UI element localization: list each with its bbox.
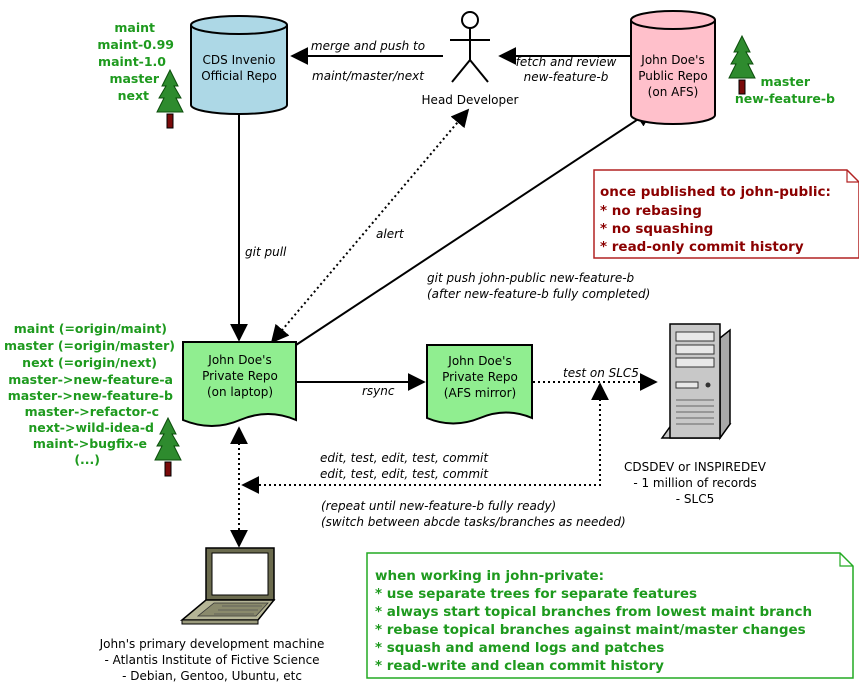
public-branches: master new-feature-b bbox=[735, 74, 835, 106]
fetch-review-label-2: new-feature-b bbox=[524, 70, 609, 84]
laptop-line2: - Atlantis Institute of Fictive Science bbox=[104, 653, 319, 667]
afs-mirror-line1: John Doe's bbox=[447, 354, 511, 368]
edit-cycle-label-1: edit, test, edit, test, commit bbox=[320, 451, 489, 465]
edit-cycle-label-2: edit, test, edit, test, commit bbox=[320, 467, 489, 481]
server-line3: - SLC5 bbox=[676, 492, 714, 506]
official-branch: maint bbox=[114, 20, 155, 35]
alert-arrow bbox=[270, 108, 470, 344]
public-note-title: once published to john-public: bbox=[600, 184, 831, 200]
private-branches: maint (=origin/maint) master (=origin/ma… bbox=[4, 321, 175, 467]
public-note-item: * no rebasing bbox=[600, 203, 702, 219]
public-repo-line3: (on AFS) bbox=[648, 85, 699, 99]
private-branch: master->refactor-c bbox=[25, 404, 159, 419]
private-branch: master (=origin/master) bbox=[4, 338, 175, 353]
tree-icon bbox=[728, 35, 756, 95]
fetch-review-label-1: fetch and review bbox=[516, 55, 617, 69]
laptop-line1: John's primary development machine bbox=[99, 637, 325, 651]
public-repo-node: John Doe's Public Repo (on AFS) bbox=[630, 10, 716, 125]
private-repo-line2: Private Repo bbox=[202, 369, 278, 383]
private-note-item: * rebase topical branches against maint/… bbox=[375, 622, 806, 638]
private-repo-node: John Doe's Private Repo (on laptop) bbox=[182, 341, 297, 427]
public-note-item: * read-only commit history bbox=[600, 239, 804, 255]
rsync-label: rsync bbox=[362, 384, 395, 398]
edit-cycle-arrow bbox=[241, 382, 609, 494]
official-branch: maint-1.0 bbox=[98, 54, 166, 69]
private-note-item: * always start topical branches from low… bbox=[375, 604, 812, 620]
private-branch: next->wild-idea-d bbox=[28, 420, 154, 435]
private-branch: next (=origin/next) bbox=[22, 355, 157, 370]
server-line1: CDSDEV or INSPIREDEV bbox=[624, 460, 767, 474]
official-branches: maint maint-0.99 maint-1.0 master next bbox=[97, 20, 174, 103]
repeat-label-2: (switch between abcde tasks/branches as … bbox=[321, 515, 626, 529]
public-repo-line2: Public Repo bbox=[638, 69, 707, 83]
official-repo-node: CDS Invenio Official Repo bbox=[190, 15, 288, 115]
merge-push-label-2: maint/master/next bbox=[312, 69, 425, 83]
afs-mirror-line2: Private Repo bbox=[442, 370, 518, 384]
private-rules-note: when working in john-private: * use sepa… bbox=[366, 552, 854, 679]
server-line2: - 1 million of records bbox=[633, 476, 756, 490]
private-branch: maint (=origin/maint) bbox=[14, 321, 167, 336]
git-push-label-2: (after new-feature-b fully completed) bbox=[427, 287, 650, 301]
laptop-icon bbox=[179, 547, 276, 625]
official-branch: master bbox=[109, 71, 159, 86]
repeat-label-1: (repeat until new-feature-b fully ready) bbox=[321, 499, 556, 513]
private-note-title: when working in john-private: bbox=[375, 568, 604, 584]
afs-mirror-line3: (AFS mirror) bbox=[444, 386, 516, 400]
public-note-item: * no squashing bbox=[600, 221, 713, 237]
tree-icon bbox=[154, 417, 182, 477]
public-branch: new-feature-b bbox=[735, 91, 835, 106]
private-note-item: * squash and amend logs and patches bbox=[375, 640, 664, 656]
git-pull-label: git pull bbox=[245, 245, 287, 259]
private-note-item: * read-write and clean commit history bbox=[375, 658, 664, 674]
official-branch: maint-0.99 bbox=[97, 37, 174, 52]
private-repo-line3: (on laptop) bbox=[207, 385, 273, 399]
public-repo-line1: John Doe's bbox=[640, 53, 704, 67]
server-tower-icon bbox=[660, 323, 732, 441]
afs-mirror-node: John Doe's Private Repo (AFS mirror) bbox=[426, 344, 533, 425]
private-repo-line1: John Doe's bbox=[207, 353, 271, 367]
private-branch: maint->bugfix-e bbox=[33, 436, 147, 451]
merge-push-label-1: merge and push to bbox=[311, 39, 425, 53]
private-note-item: * use separate trees for separate featur… bbox=[375, 586, 697, 602]
official-repo-line2: Official Repo bbox=[201, 69, 277, 83]
public-rules-note: once published to john-public: * no reba… bbox=[593, 169, 859, 259]
test-label: test on SLC5 bbox=[563, 366, 639, 380]
alert-label: alert bbox=[376, 227, 405, 241]
private-branch: master->new-feature-a bbox=[8, 372, 173, 387]
public-branch: master bbox=[760, 74, 810, 89]
stick-figure-icon bbox=[450, 11, 490, 83]
git-push-label-1: git push john-public new-feature-b bbox=[427, 271, 635, 285]
git-push-arrow bbox=[295, 109, 654, 346]
private-branch: master->new-feature-b bbox=[8, 388, 173, 403]
official-repo-line1: CDS Invenio bbox=[203, 53, 276, 67]
official-branch: next bbox=[118, 88, 149, 103]
laptop-line3: - Debian, Gentoo, Ubuntu, etc bbox=[122, 669, 302, 683]
tree-icon bbox=[156, 69, 184, 129]
private-branch: (...) bbox=[74, 452, 100, 467]
head-developer-label: Head Developer bbox=[422, 93, 519, 107]
